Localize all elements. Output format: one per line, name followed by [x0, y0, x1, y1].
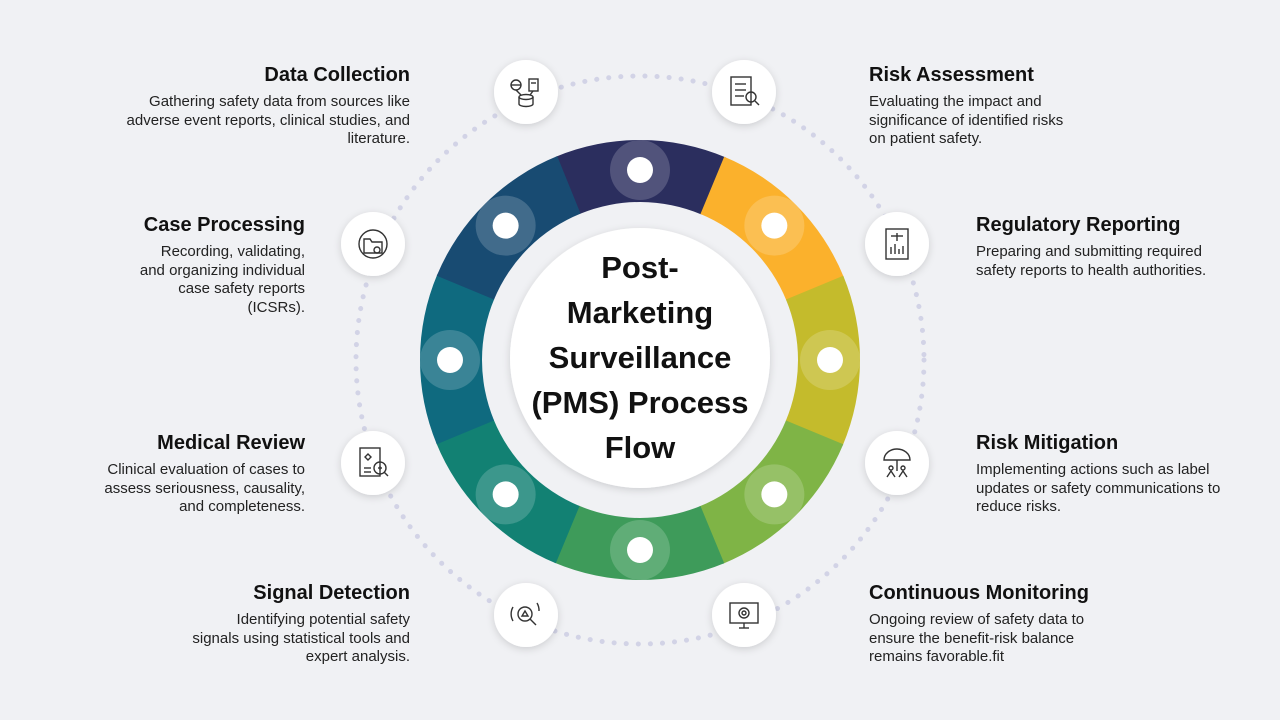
ring-node [761, 481, 788, 508]
step-title: Signal Detection [253, 582, 410, 604]
ring-node [761, 212, 788, 239]
step-description: Evaluating the impact and significance o… [869, 93, 1064, 147]
database-network-icon [494, 60, 558, 124]
checklist-magnifier-icon [712, 60, 776, 124]
step-description: Preparing and submitting required safety… [976, 243, 1207, 279]
step-title: Medical Review [157, 432, 305, 454]
umbrella-protection-icon [865, 431, 929, 495]
ring-node [817, 347, 843, 373]
step-case-processing: Case Processing Recording, validating, a… [135, 213, 305, 317]
monitor-settings-icon [712, 583, 776, 647]
process-ring [419, 140, 860, 580]
step-title: Risk Mitigation [976, 432, 1119, 454]
ring-node [627, 537, 653, 563]
folder-settings-icon [341, 212, 405, 276]
ring-node [492, 212, 519, 239]
step-title: Risk Assessment [869, 64, 1034, 86]
dotted-orbit [353, 73, 927, 647]
step-description: Recording, validating, and organizing in… [139, 243, 305, 316]
step-risk-assessment: Risk Assessment Evaluating the impact an… [869, 63, 1079, 149]
step-continuous-monitoring: Continuous Monitoring Ongoing review of … [869, 581, 1119, 667]
step-title: Continuous Monitoring [869, 582, 1089, 604]
step-description: Implementing actions such as label updat… [976, 461, 1221, 515]
step-description: Clinical evaluation of cases to assess s… [104, 461, 305, 515]
step-signal-detection: Signal Detection Identifying potential s… [190, 581, 410, 667]
step-title: Data Collection [264, 64, 410, 86]
step-title: Regulatory Reporting [976, 214, 1181, 236]
medical-record-magnifier-icon [341, 431, 405, 495]
step-description: Identifying potential safety signals usi… [192, 611, 410, 665]
center-disc [510, 228, 770, 488]
step-regulatory-reporting: Regulatory Reporting Preparing and submi… [976, 213, 1226, 280]
center-title: Post- Marketing Surveillance (PMS) Proce… [531, 250, 749, 465]
ring-node [492, 481, 519, 508]
signal-search-icon [494, 583, 558, 647]
step-description: Gathering safety data from sources like … [126, 93, 410, 147]
step-title: Case Processing [143, 214, 305, 236]
ring-node [627, 157, 653, 183]
step-risk-mitigation: Risk Mitigation Implementing actions suc… [976, 431, 1226, 517]
legal-document-icon [865, 212, 929, 276]
ring-node [437, 347, 463, 373]
step-description: Ongoing review of safety data to ensure … [869, 611, 1085, 665]
step-data-collection: Data Collection Gathering safety data fr… [110, 63, 410, 149]
step-medical-review: Medical Review Clinical evaluation of ca… [95, 431, 305, 517]
